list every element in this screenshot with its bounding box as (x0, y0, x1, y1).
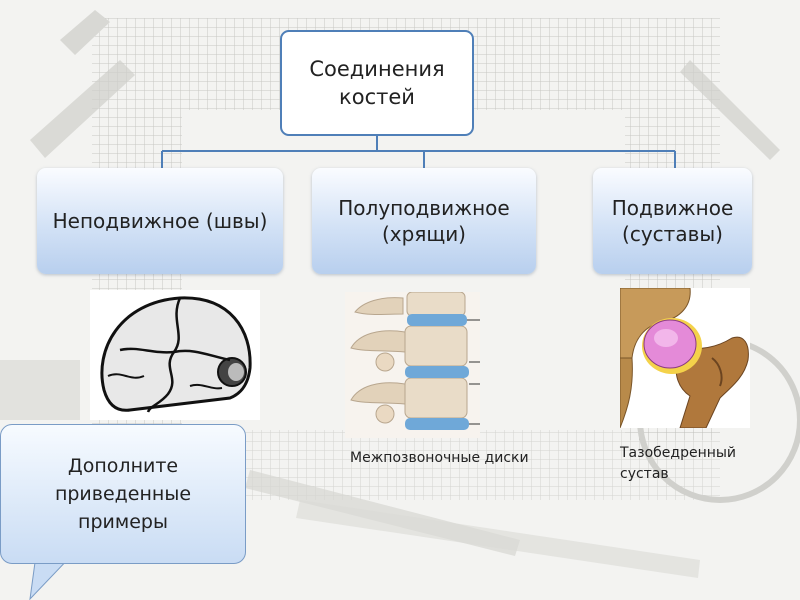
caption-hip: Тазобедренный сустав (620, 445, 737, 482)
node-semimovable-label: Полуподвижное (хрящи) (338, 196, 510, 246)
node-immovable: Неподвижное (швы) (37, 168, 283, 274)
node-immovable-label: Неподвижное (швы) (52, 209, 268, 233)
root-label: Соединения костей (309, 57, 445, 109)
node-movable: Подвижное (суставы) (593, 168, 752, 274)
hip-joint-icon (620, 288, 750, 428)
callout-text: Дополните приведенные примеры (54, 455, 192, 533)
root-node: Соединения костей (280, 30, 474, 136)
caption-spine: Межпозвоночные диски (350, 450, 529, 466)
callout-bubble: Дополните приведенные примеры (0, 424, 246, 564)
spine-icon (345, 292, 480, 438)
node-movable-label: Подвижное (суставы) (611, 196, 734, 246)
node-semimovable: Полуподвижное (хрящи) (312, 168, 536, 274)
skull-icon (90, 290, 260, 420)
callout-tail (29, 555, 73, 600)
